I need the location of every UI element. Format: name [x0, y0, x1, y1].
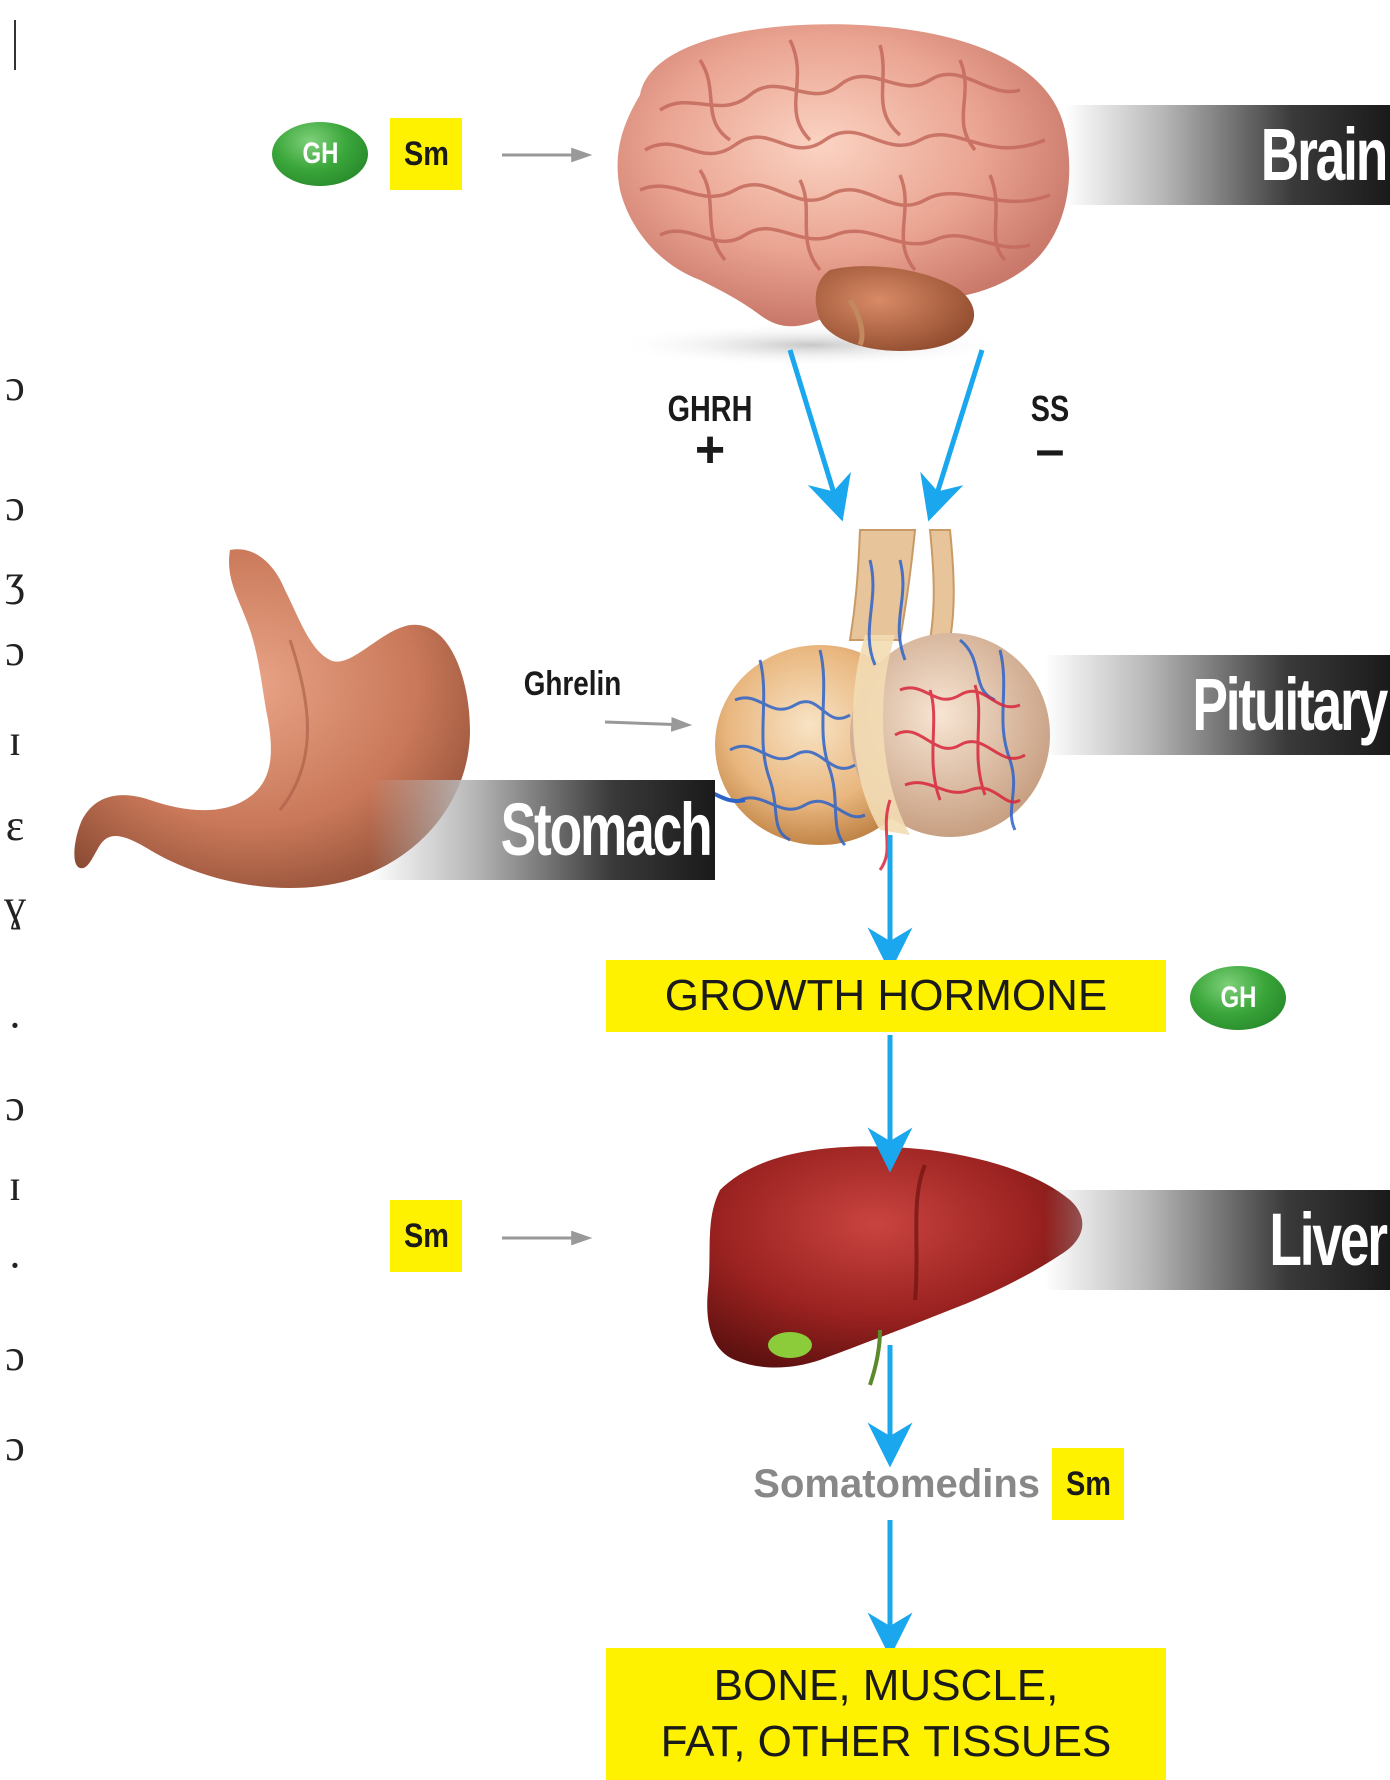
pituitary-label: Pituitary — [1045, 655, 1390, 755]
gh-badge-output: GH — [1190, 966, 1286, 1030]
target-tissues-line-2: FAT, OTHER TISSUES — [606, 1714, 1166, 1770]
ghrh-plus-sign: + — [640, 420, 780, 480]
sm-badge-liver: Sm — [390, 1200, 462, 1272]
stomach-label: Stomach — [370, 780, 715, 880]
liver-illustration — [707, 1146, 1082, 1385]
sm-badge-brain: Sm — [390, 118, 462, 190]
brain-illustration — [610, 24, 1069, 367]
gh-badge-brain: GH — [272, 122, 368, 186]
target-tissues-line-1: BONE, MUSCLE, — [606, 1658, 1166, 1714]
ghrelin-arrow — [605, 722, 688, 725]
somatomedins-label: Somatomedins — [680, 1455, 1040, 1513]
target-tissues-box: BONE, MUSCLE, FAT, OTHER TISSUES — [606, 1648, 1166, 1780]
ghrh-arrow — [790, 350, 836, 500]
brain-label: Brain — [1065, 105, 1390, 205]
liver-label: Liver — [1045, 1190, 1390, 1290]
sm-badge-output: Sm — [1052, 1448, 1124, 1520]
growth-hormone-box: GROWTH HORMONE — [606, 960, 1166, 1032]
pituitary-illustration — [700, 530, 1050, 870]
ss-arrow — [935, 350, 982, 500]
ghrelin-label: Ghrelin — [500, 665, 645, 704]
ss-minus-sign: – — [1000, 420, 1100, 480]
